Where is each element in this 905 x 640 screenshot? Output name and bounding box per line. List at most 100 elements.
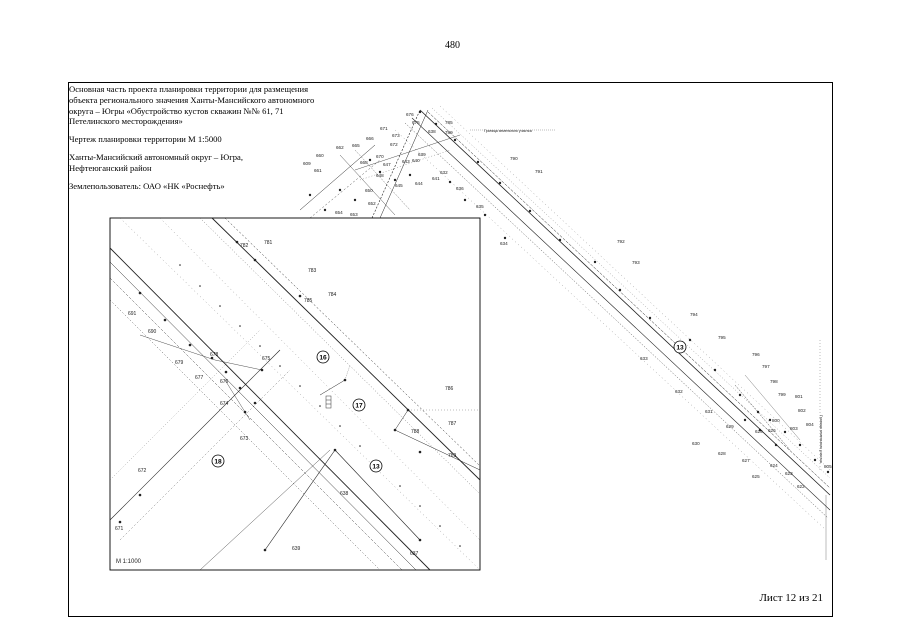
- svg-text:662: 662: [336, 145, 344, 150]
- svg-text:654: 654: [335, 210, 343, 215]
- svg-text:653: 653: [350, 212, 358, 217]
- svg-text:625: 625: [752, 474, 760, 479]
- svg-text:636: 636: [456, 186, 464, 191]
- inset-map: 781 782 783 784 785 691 690 679 678 677 …: [109, 217, 481, 571]
- svg-text:678: 678: [210, 352, 219, 358]
- svg-text:674: 674: [220, 401, 229, 407]
- svg-text:645: 645: [395, 183, 403, 188]
- drawing-frame: [68, 82, 833, 617]
- svg-text:665: 665: [352, 143, 360, 148]
- svg-text:644: 644: [415, 181, 423, 186]
- svg-text:675: 675: [412, 120, 420, 125]
- svg-text:638: 638: [428, 129, 436, 134]
- inset-zone-labels: 16 17 18 13: [211, 350, 383, 473]
- title-line-3: округа – Югры «Обустройство кустов скваж…: [69, 105, 284, 116]
- page-number: 480: [445, 40, 460, 51]
- svg-text:648: 648: [376, 173, 384, 178]
- main-zone-13: 13: [673, 340, 687, 354]
- region-line-2: Нефтеюганский район: [69, 162, 152, 173]
- svg-text:672: 672: [390, 142, 398, 147]
- main-map-edge-note: Граница земельного участка: [484, 129, 532, 133]
- svg-text:629: 629: [726, 424, 734, 429]
- svg-text:670: 670: [376, 154, 384, 159]
- svg-text:623: 623: [785, 471, 793, 476]
- svg-text:675: 675: [262, 356, 271, 362]
- svg-text:793: 793: [632, 260, 640, 265]
- svg-text:789: 789: [448, 453, 457, 459]
- svg-text:629: 629: [755, 429, 763, 434]
- svg-text:799: 799: [778, 392, 786, 397]
- svg-text:652: 652: [368, 201, 376, 206]
- svg-text:13: 13: [676, 345, 684, 352]
- svg-text:690: 690: [148, 329, 157, 335]
- svg-text:639: 639: [418, 152, 426, 157]
- svg-text:633: 633: [640, 356, 648, 361]
- svg-text:641: 641: [432, 176, 440, 181]
- svg-text:638: 638: [340, 491, 349, 497]
- svg-text:627: 627: [742, 458, 750, 463]
- svg-text:637: 637: [410, 551, 419, 557]
- sheet-label: Лист 12 из 21: [759, 592, 823, 604]
- svg-text:672: 672: [138, 468, 147, 474]
- svg-text:792: 792: [617, 239, 625, 244]
- svg-text:630: 630: [692, 441, 700, 446]
- svg-text:16: 16: [319, 355, 327, 362]
- svg-text:17: 17: [355, 403, 363, 410]
- svg-text:609: 609: [303, 161, 311, 166]
- svg-text:13: 13: [372, 464, 380, 471]
- svg-text:791: 791: [535, 169, 543, 174]
- svg-text:639: 639: [292, 546, 301, 552]
- svg-text:785: 785: [445, 120, 453, 125]
- svg-text:800: 800: [772, 418, 780, 423]
- svg-text:783: 783: [308, 268, 317, 274]
- svg-text:666: 666: [366, 136, 374, 141]
- svg-text:801: 801: [795, 394, 803, 399]
- title-line-4: Петелинского месторождения»: [69, 116, 183, 127]
- svg-text:650: 650: [365, 188, 373, 193]
- svg-text:628: 628: [718, 451, 726, 456]
- svg-text:805: 805: [824, 464, 832, 469]
- svg-text:798: 798: [770, 379, 778, 384]
- main-points: [308, 110, 830, 474]
- title-block: Основная часть проекта планировки террит…: [69, 84, 399, 191]
- svg-text:797: 797: [762, 364, 770, 369]
- svg-text:804: 804: [806, 422, 814, 427]
- svg-text:788: 788: [411, 429, 420, 435]
- svg-text:673: 673: [392, 133, 400, 138]
- svg-text:787: 787: [448, 421, 457, 427]
- svg-text:802: 802: [798, 408, 806, 413]
- svg-text:624: 624: [770, 463, 778, 468]
- svg-text:803: 803: [790, 426, 798, 431]
- svg-text:671: 671: [380, 126, 388, 131]
- svg-text:796: 796: [752, 352, 760, 357]
- title-line-2: объекта регионального значения Ханты-Ман…: [69, 94, 315, 105]
- svg-text:677: 677: [195, 375, 204, 381]
- inset-scale: М 1:1000: [116, 559, 142, 565]
- svg-text:622: 622: [797, 484, 805, 489]
- svg-text:789: 789: [445, 130, 453, 135]
- svg-text:676: 676: [220, 379, 229, 385]
- svg-text:18: 18: [214, 459, 222, 466]
- main-corridor: [299, 105, 831, 560]
- svg-text:632: 632: [675, 389, 683, 394]
- svg-text:795: 795: [718, 335, 726, 340]
- svg-text:785: 785: [304, 298, 313, 304]
- svg-text:668: 668: [360, 160, 368, 165]
- svg-text:691: 691: [128, 311, 137, 317]
- svg-text:640: 640: [412, 158, 420, 163]
- svg-text:626: 626: [768, 428, 776, 433]
- land-user: Землепользователь: ОАО «НК «Роснефть»: [69, 180, 225, 191]
- svg-text:671: 671: [115, 526, 124, 532]
- svg-text:635: 635: [476, 204, 484, 209]
- svg-text:643: 643: [402, 159, 410, 164]
- svg-text:786: 786: [445, 386, 454, 392]
- svg-text:631: 631: [705, 409, 713, 414]
- svg-text:784: 784: [328, 292, 337, 298]
- svg-text:782: 782: [240, 243, 249, 249]
- svg-text:632: 632: [440, 170, 448, 175]
- svg-text:661: 661: [314, 168, 322, 173]
- inset-structure: [325, 395, 332, 409]
- svg-text:673: 673: [240, 436, 249, 442]
